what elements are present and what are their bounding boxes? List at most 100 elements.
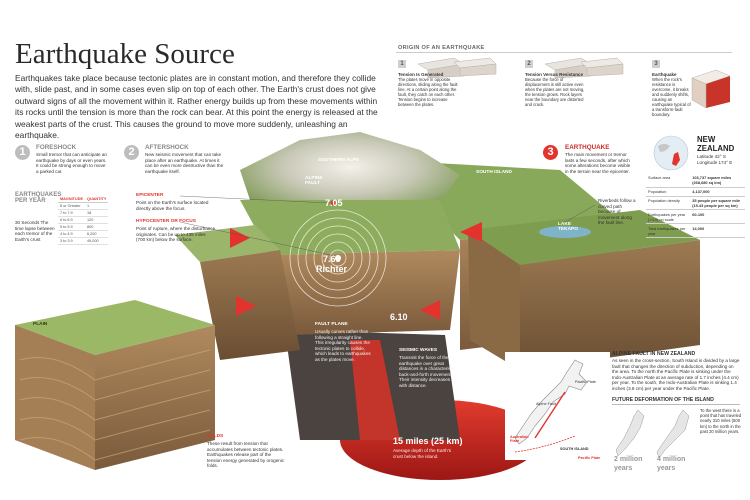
per-year-caption: 30 Seconds The time lapse between each t… [15, 220, 55, 242]
origin-step-2-number: 2 [525, 60, 533, 68]
center-block-side [270, 250, 460, 335]
lake-tekapo-label: LAKE TEKAPO [558, 222, 578, 232]
magnitude-top: 7.05 [325, 198, 343, 208]
right-front-block-side [520, 240, 700, 370]
folds-text: These result from tension that accumulat… [207, 441, 285, 469]
leader-lines [179, 195, 596, 257]
alpine-title: ALPINE FAULT IN NEW ZEALAND [612, 351, 696, 357]
magnitude-cell: 6 to 6.9 [58, 216, 85, 224]
arrow-left-icon [236, 296, 256, 316]
fact-label: Population [646, 187, 691, 197]
origin-step-1-text: The plates move in opposite directions, … [398, 77, 458, 107]
fact-label: Population density [646, 196, 691, 211]
origin-step-1: Tension Is Generated The plates move in … [398, 72, 460, 107]
southern-alps-label: SOUTHERN ALPS [318, 158, 359, 163]
origin-divider [396, 52, 732, 53]
magnitude-cell: 7 to 7.9 [58, 209, 85, 217]
future-divider [612, 404, 740, 405]
future-unit-2: years [657, 465, 676, 472]
origin-step-3: Earthquake When the rock's resistance is… [652, 72, 692, 117]
plain-block-top [15, 300, 215, 355]
right-front-block-face [468, 230, 520, 370]
right-front-block-top [468, 210, 700, 265]
quantity-cell: 18 [85, 209, 109, 217]
header-quantity: QUANTITY [85, 196, 109, 203]
origin-step-2-title: Tension Versus Resistance [525, 72, 583, 77]
map-label-alpine-fault: Alpine Fault [536, 402, 557, 406]
aftershock-number: 2 [124, 145, 139, 160]
origin-heading: ORIGIN OF AN EARTHQUAKE [398, 45, 485, 51]
hypocenter-text: Point of rupture, where the disturbance … [136, 226, 216, 243]
map-label-pacific-plate: Pacific Plate [575, 380, 596, 384]
new-zealand-globe-icon [653, 135, 689, 171]
nz-latitude: Latitude 42° S [697, 154, 726, 159]
depth-text: Average depth of the Earth's crust below… [393, 448, 451, 459]
epicenter-text: Point on the Earth's surface located dir… [136, 200, 209, 211]
future-value-2: 4 million [657, 456, 686, 463]
nz-longitude: Longitude 174° E [697, 160, 733, 165]
fact-label: Earthquakes per year (>4.0) on scale [646, 209, 691, 225]
fact-value: 60-100 [690, 209, 745, 225]
origin-step-3-number: 3 [652, 60, 660, 68]
alpine-fault-label: ALPINE FAULT [305, 176, 323, 186]
quantity-cell: 800 [85, 223, 109, 231]
plain-block-left [15, 325, 95, 470]
foreshock-number: 1 [15, 145, 30, 160]
mountain-shape [240, 132, 460, 220]
earthquake-number: 3 [543, 145, 558, 160]
block-diagram-2 [544, 57, 624, 79]
origin-step-3-text: When the rock's resistance is overcome, … [652, 77, 691, 117]
origin-step-3-title: Earthquake [652, 72, 677, 77]
magnitude-cell: 4 to 4.9 [58, 230, 85, 238]
magnitude-cell: 8 or Greater [58, 202, 85, 210]
origin-step-2: Tension Versus Resistance Because the fo… [525, 72, 585, 107]
intro-text: Earthquakes take place because tectonic … [15, 73, 378, 141]
table-header-row: MAGNITUDE QUANTITY [58, 196, 109, 203]
left-block-top [175, 225, 280, 262]
fact-value: 4,137,000 [690, 187, 745, 197]
hypocenter-dot [335, 255, 341, 261]
map-label-australian-plate: Australian Plate [510, 435, 529, 443]
magnitude-low: 6.10 [390, 312, 408, 322]
fault-plane-text: Usually curves rather than following a s… [315, 329, 371, 362]
per-year-title: EARTHQUAKES PER YEAR [15, 192, 62, 204]
foreshock-title: FORESHOCK [36, 144, 77, 151]
folds-title: FOLDS [207, 434, 224, 439]
quantity-cell: 49,000 [85, 237, 109, 245]
island-shape-4m [656, 409, 690, 459]
origin-step-2-text: Because the force of displacement is sti… [525, 77, 585, 107]
earthquake-title: EARTHQUAKE [565, 144, 610, 151]
page-title: Earthquake Source [15, 38, 235, 70]
origin-step-1-title: Tension Is Generated [398, 72, 444, 77]
fact-label: Surface area [646, 174, 691, 188]
plain-block-right [95, 325, 215, 470]
future-unit-1: years [614, 465, 633, 472]
fact-value: 103,737 square miles (268,680 sq km) [690, 174, 745, 188]
alpine-text: As seen in the cross-section, South Isla… [612, 358, 740, 391]
lake-shape [539, 226, 591, 238]
magnitude-main: 7.65 [323, 254, 341, 264]
depth-value: 15 miles (25 km) [393, 436, 463, 446]
header-magnitude: MAGNITUDE [58, 196, 85, 203]
arrow-right-icon [420, 300, 440, 320]
fact-value: 35 people per square mile (15.43 people … [690, 196, 745, 211]
block-diagram-3 [691, 69, 731, 109]
fact-label: Total earthquakes per year [646, 223, 691, 238]
arrow-left-icon [230, 228, 250, 248]
map-label-pacific-plate-south: Pacific Plate [578, 456, 601, 460]
fault-plane-title: FAULT PLANE [315, 322, 348, 327]
quantity-cell: 1 [85, 202, 109, 210]
magnitude-unit: Richter [316, 264, 348, 274]
center-block-top [240, 200, 460, 255]
future-title: FUTURE DEFORMATION OF THE ISLAND [612, 397, 714, 403]
origin-step-1-number: 1 [398, 60, 406, 68]
